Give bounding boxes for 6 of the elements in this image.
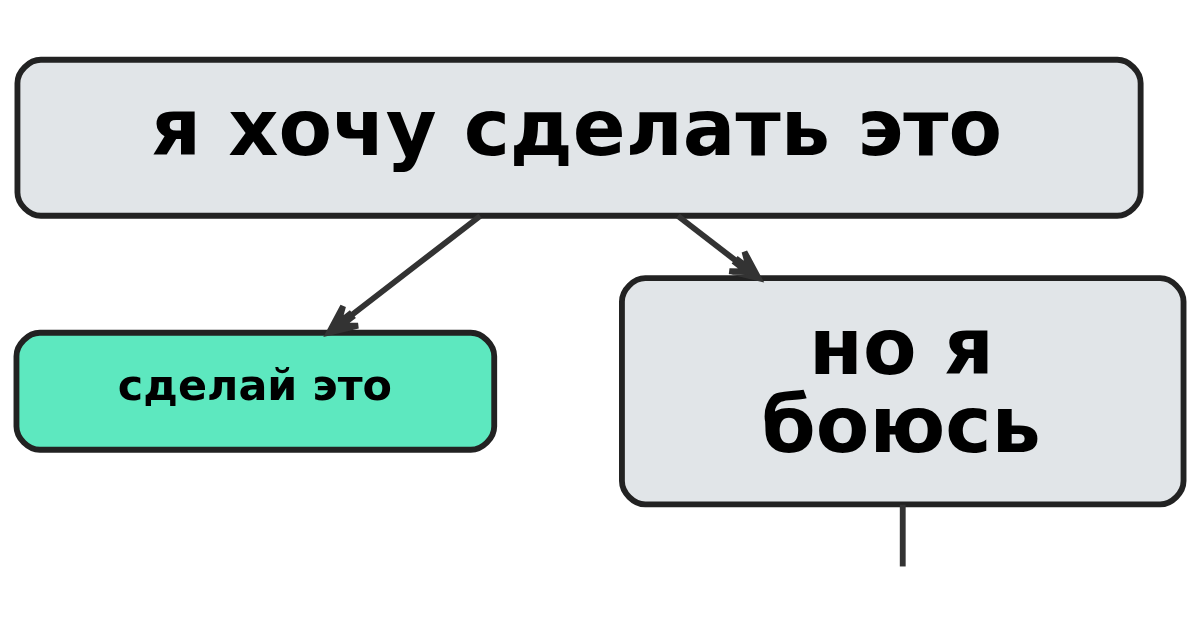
node-box: сделай это	[13, 329, 498, 453]
arrow	[326, 213, 482, 336]
node-box: но я боюсь	[619, 275, 1187, 508]
connector	[899, 504, 906, 567]
node-box: я хочу сделать это	[14, 56, 1144, 219]
arrow	[676, 213, 762, 282]
